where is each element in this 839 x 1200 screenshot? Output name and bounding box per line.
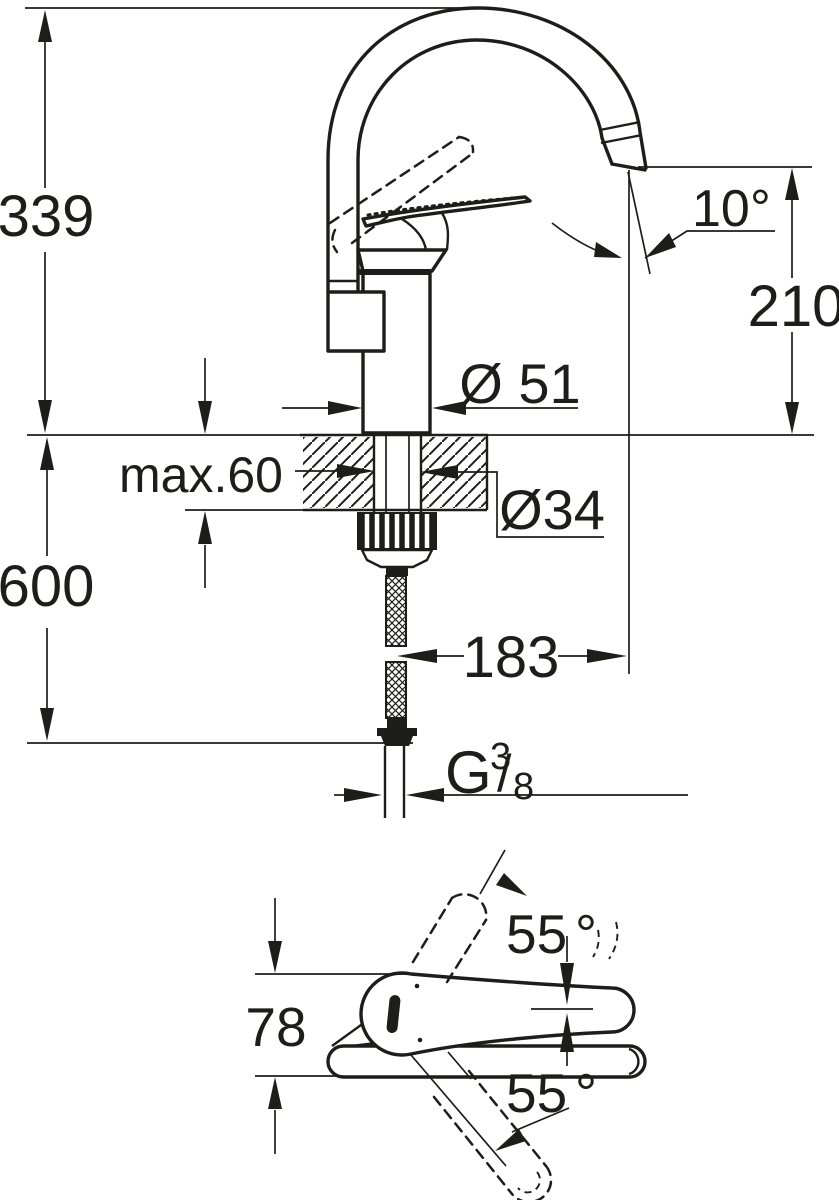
handle-top-view xyxy=(359,971,636,1057)
hose-length-label: 600 xyxy=(0,554,94,619)
dimension-base-diameter: Ø 51 xyxy=(282,352,581,415)
swing-path-arc xyxy=(592,929,600,958)
base-diameter-label: Ø 51 xyxy=(459,352,580,415)
spout-angle-degree: ° xyxy=(750,180,771,238)
swing-path-arc xyxy=(608,921,619,960)
thread-label-g: G xyxy=(445,739,492,806)
handle-neck xyxy=(440,212,450,251)
dimension-spout-angle: 10 ° xyxy=(627,170,775,674)
dimension-thread-size: G 3 / 8 xyxy=(334,736,688,808)
thread-label-denominator: 8 xyxy=(513,766,534,808)
hose-end-fitting xyxy=(377,718,417,818)
dimension-spout-height: 210 xyxy=(748,168,839,434)
handle-keyhole-mark xyxy=(386,995,401,1033)
handle-grip-dotted-edge xyxy=(366,195,526,217)
top-view: 55 ° 55 ° 78 xyxy=(245,849,647,1200)
overall-height-label: 339 xyxy=(0,184,94,249)
braided-supply-hose xyxy=(385,575,407,719)
side-view: 10 ° 339 210 Ø 51 xyxy=(0,6,839,818)
angled-flow-line xyxy=(627,171,651,275)
valve-body xyxy=(356,248,448,273)
nut-collar xyxy=(360,548,434,569)
spout-top-view xyxy=(326,1044,647,1079)
lower-swing-axis-line xyxy=(398,1040,507,1167)
dimension-swivel-upper: 55 ° xyxy=(479,849,597,965)
dimension-shank-diameter: Ø34 xyxy=(295,464,605,541)
swivel-lower-degree: ° xyxy=(575,1062,597,1124)
axis-tick xyxy=(447,1051,472,1080)
rear-outlet-box xyxy=(326,290,386,353)
handle-end-inner-arc xyxy=(517,1171,541,1194)
spout-reach-label: 183 xyxy=(463,625,560,690)
spout-arch xyxy=(326,6,648,294)
swivel-arc-arrow xyxy=(551,222,622,258)
dimension-swivel-lower: 55 ° xyxy=(495,1062,597,1151)
aerator-joint-line xyxy=(600,133,643,145)
swivel-upper-label: 55 xyxy=(506,903,567,965)
spout-end-inner-arc xyxy=(628,1047,640,1076)
aerator-joint-line xyxy=(599,120,641,132)
max-deck-thickness-label: max.60 xyxy=(119,447,283,503)
mounting-nut xyxy=(357,512,437,576)
dimension-overall-height: 339 xyxy=(0,10,94,433)
spout-angle-label: 10 xyxy=(692,180,750,238)
thread-label-slash: / xyxy=(497,745,512,803)
faucet-body xyxy=(326,248,448,435)
spout-height-label: 210 xyxy=(748,274,839,339)
hose-collar xyxy=(386,566,408,576)
dimension-hose-length: 600 xyxy=(0,437,94,741)
dimension-depth: 78 xyxy=(245,898,408,1154)
mounting-shank xyxy=(372,435,423,512)
swivel-upper-degree: ° xyxy=(575,903,597,965)
swivel-angle-arrows xyxy=(531,936,593,1066)
handle-lever-raised-dashed xyxy=(328,135,475,254)
thread-label-numerator: 3 xyxy=(490,736,511,778)
swivel-lower-label: 55 xyxy=(506,1062,567,1124)
dimension-max-deck-thickness: max.60 xyxy=(119,358,283,588)
shank-diameter-label: Ø34 xyxy=(499,478,605,541)
spout-outlet-face xyxy=(610,162,647,172)
handle-neck-inner xyxy=(401,217,428,251)
dimension-spout-reach: 183 xyxy=(397,625,627,690)
depth-label: 78 xyxy=(245,996,306,1058)
handle-lever xyxy=(361,195,532,251)
handle-swung-up-dashed xyxy=(411,893,619,984)
handle-swung-down-dashed xyxy=(432,1069,553,1200)
